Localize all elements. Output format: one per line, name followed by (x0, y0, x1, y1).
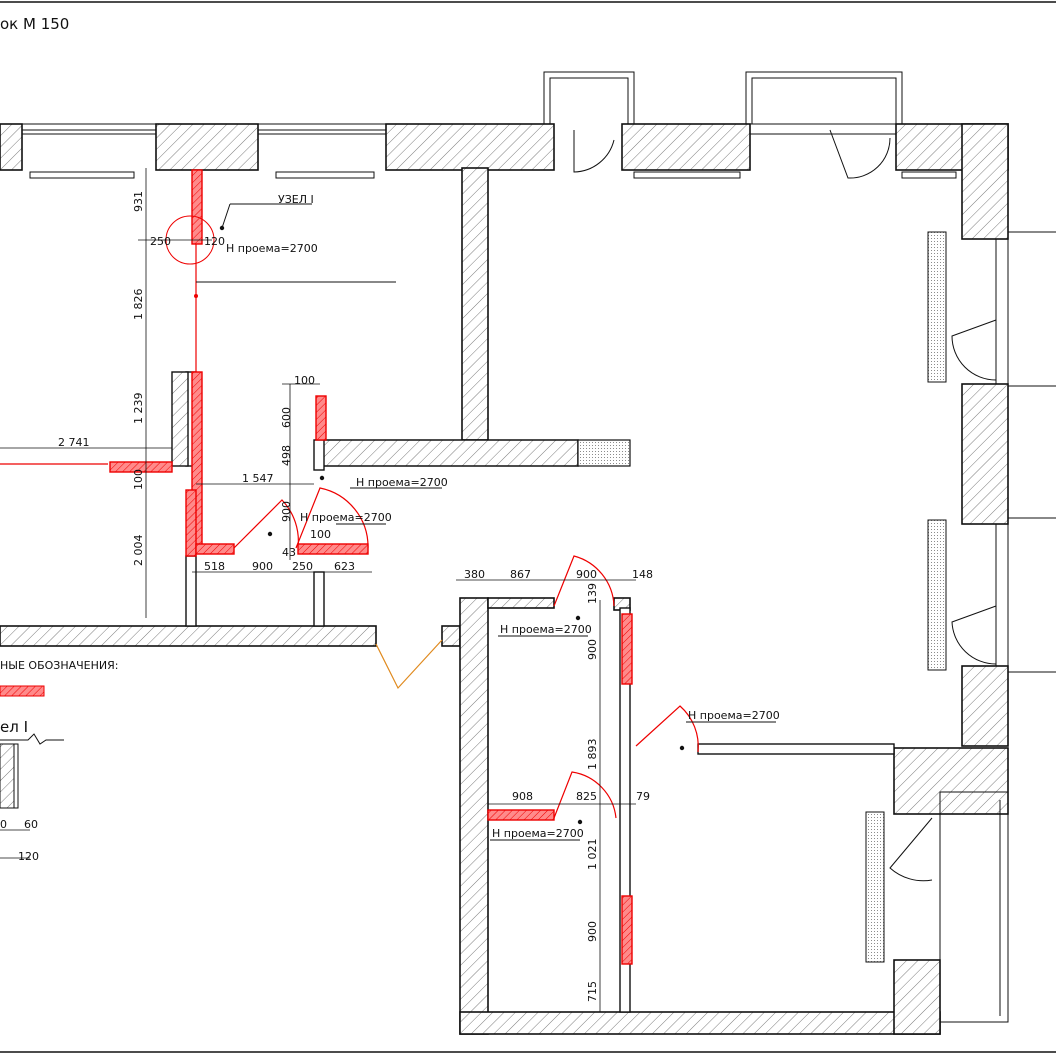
dim-148: 148 (632, 568, 653, 581)
dim-931: 931 (132, 191, 145, 212)
dim-498: 498 (280, 445, 293, 466)
dimension-labels: 931 250 120 1 826 1 239 2 741 100 2 004 … (58, 191, 653, 1002)
opening-height-label-4: Н проема=2700 (500, 623, 592, 636)
dim-1547: 1 547 (242, 472, 274, 485)
bearing-walls (0, 123, 1009, 1035)
node-dim-120: 120 (18, 850, 39, 863)
dim-100-c: 100 (310, 528, 331, 541)
opening-height-label-5: Н проема=2700 (688, 709, 780, 722)
dim-120: 120 (204, 235, 225, 248)
node-dim-60: 60 (24, 818, 38, 831)
opening-height-label-2: Н проема=2700 (356, 476, 448, 489)
annotation-labels: УЗЕЛ I Н проема=2700 Н проема=2700 Н про… (226, 193, 780, 840)
dimension-lines (0, 168, 776, 1012)
dim-100-b: 100 (294, 374, 315, 387)
door-swings (233, 129, 997, 882)
opening-height-label-3: Н проема=2700 (300, 511, 392, 524)
dim-2004: 2 004 (132, 535, 145, 567)
dim-600: 600 (280, 407, 293, 428)
node-detail-label: ел I (0, 718, 28, 736)
dim-900-b: 900 (252, 560, 273, 573)
dim-900-e: 900 (586, 921, 599, 942)
ventilation-shaft (577, 439, 631, 467)
dim-825: 825 (576, 790, 597, 803)
dim-900-a: 900 (280, 501, 293, 522)
dim-518: 518 (204, 560, 225, 573)
dim-1893: 1 893 (586, 739, 599, 771)
opening-height-label-1: Н проема=2700 (226, 242, 318, 255)
legend-new-partition-swatch (0, 685, 45, 697)
dim-43: 43 (282, 546, 296, 559)
dim-380: 380 (464, 568, 485, 581)
new-partitions (0, 169, 633, 965)
legend-heading: НЫЕ ОБОЗНАЧЕНИЯ: (0, 659, 118, 672)
opening-height-label-6: Н проема=2700 (492, 827, 584, 840)
dim-2741: 2 741 (58, 436, 90, 449)
dim-250-a: 250 (150, 235, 171, 248)
dim-1826: 1 826 (132, 289, 145, 321)
dim-900-d: 900 (586, 639, 599, 660)
dim-908: 908 (512, 790, 533, 803)
radiators (865, 231, 947, 963)
dim-1021: 1 021 (586, 839, 599, 871)
legend: НЫЕ ОБОЗНАЧЕНИЯ: ел I 0 60 120 (0, 659, 118, 863)
dim-900-c: 900 (576, 568, 597, 581)
dim-100-a: 100 (132, 469, 145, 490)
dim-250-b: 250 (292, 560, 313, 573)
windows (21, 71, 1056, 1023)
dim-139: 139 (586, 583, 599, 604)
sheet-title: ок М 150 (0, 15, 69, 33)
dim-1239: 1 239 (132, 393, 145, 425)
node-callout-label: УЗЕЛ I (278, 193, 314, 206)
dim-715: 715 (586, 981, 599, 1002)
node-dim-0: 0 (0, 818, 7, 831)
dim-623: 623 (334, 560, 355, 573)
dim-79: 79 (636, 790, 650, 803)
dim-867: 867 (510, 568, 531, 581)
